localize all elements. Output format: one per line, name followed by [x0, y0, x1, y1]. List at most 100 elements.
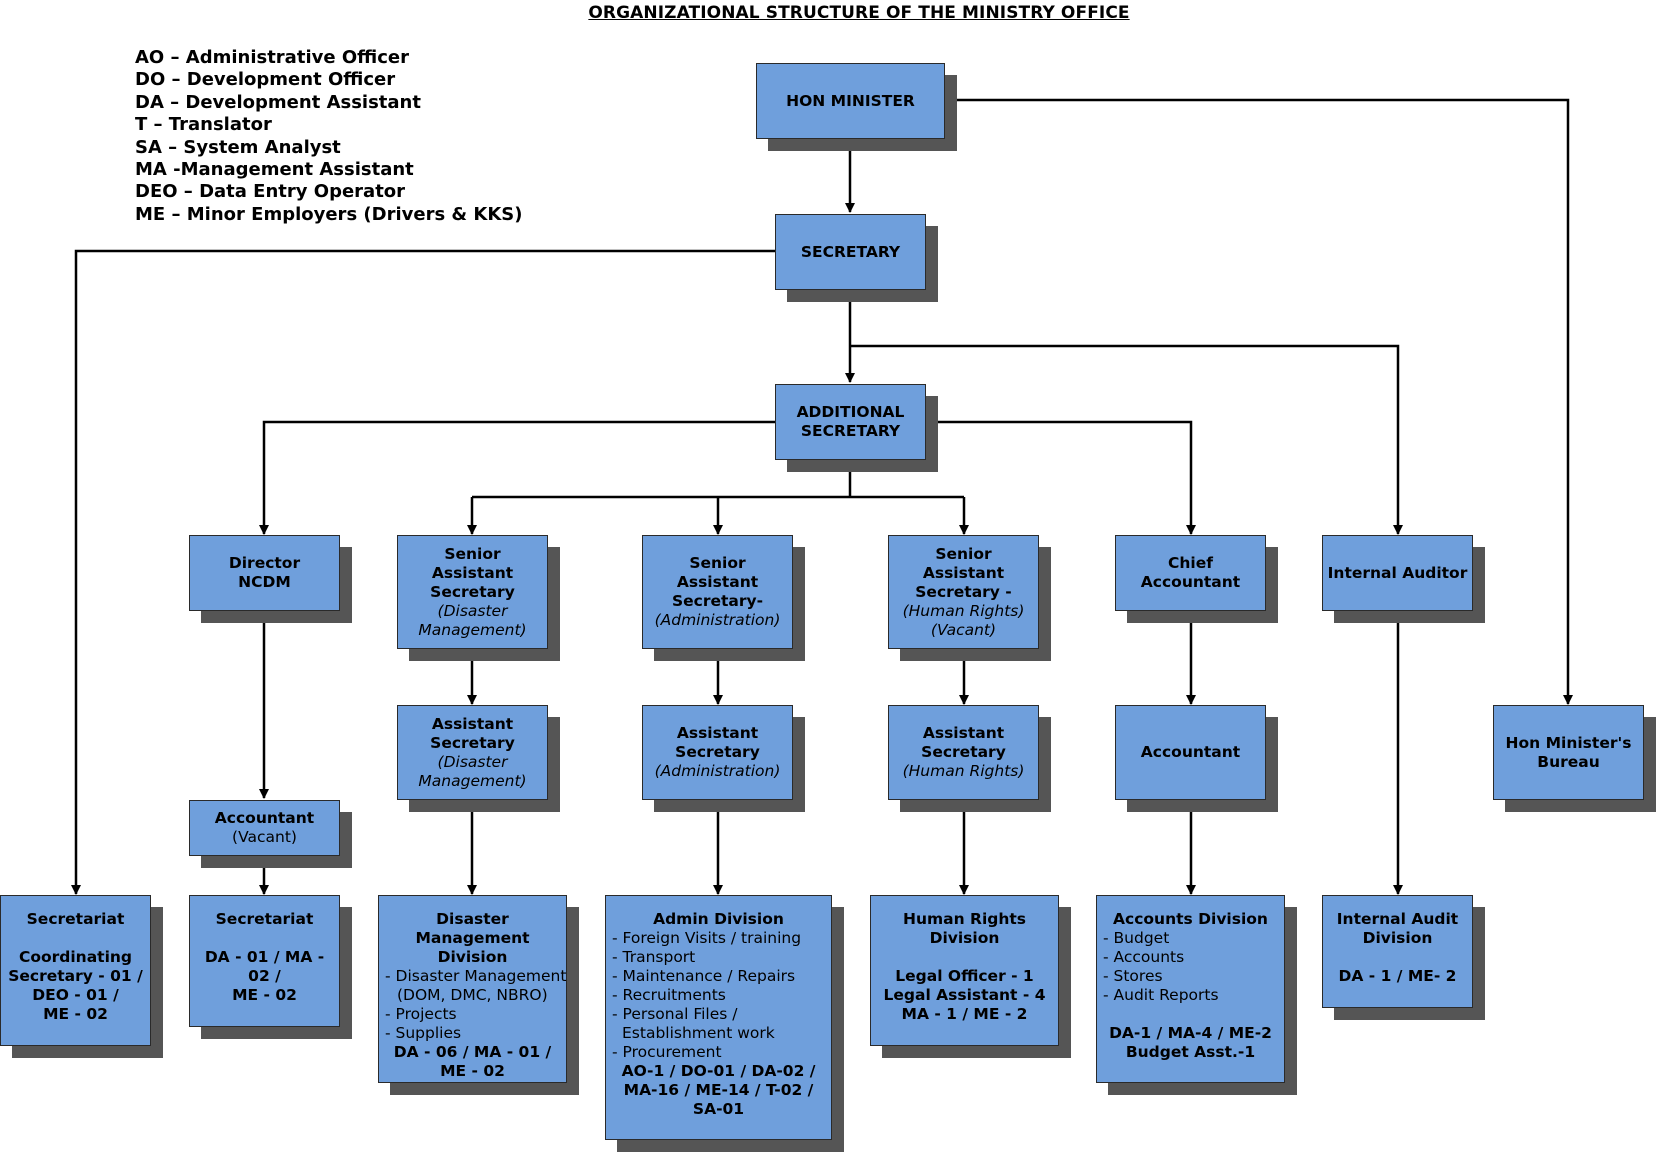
list-item: Establishment work — [622, 1024, 775, 1042]
staff-line: DA - 1 / ME- 2 — [1338, 967, 1457, 985]
staff-line: Secretary - 01 / — [8, 967, 143, 985]
additional-secretary-box: ADDITIONAL SECRETARY — [775, 384, 926, 460]
box-title: Accountant — [1140, 743, 1241, 761]
staff-line: MA - 1 / ME - 2 — [901, 1005, 1028, 1023]
staff-line: ME - 02 — [43, 1005, 108, 1023]
staff-line: SA-01 — [692, 1100, 745, 1118]
staff-line: Legal Officer - 1 — [895, 967, 1034, 985]
connector — [945, 98, 1573, 705]
list-item: - Foreign Visits / training — [612, 929, 802, 947]
list-item: - Recruitments — [612, 986, 726, 1004]
staff-line: AO-1 / DO-01 / DA-02 / — [621, 1062, 816, 1080]
staff-line: 02 / — [248, 967, 281, 985]
staff-line: DA - 01 / MA - — [204, 948, 325, 966]
connector — [925, 420, 1196, 535]
staff-line: ME - 02 — [440, 1062, 505, 1080]
list-item: - Maintenance / Repairs — [612, 967, 796, 985]
duty-list: - Foreign Visits / training - Transport … — [610, 929, 801, 1062]
staff-line: DA-1 / MA-4 / ME-2 — [1109, 1024, 1272, 1042]
list-item: - Disaster Management — [385, 967, 567, 985]
box-title: Accountant — [1140, 573, 1241, 591]
box-title: Senior Assistant — [922, 544, 1005, 582]
box-title: Internal Audit — [1336, 910, 1459, 928]
box-subtitle: (Human Rights) — [902, 762, 1025, 780]
list-item: - Procurement — [612, 1043, 722, 1061]
senior-assistant-secretary-admin-box: Senior Assistant Secretary- (Administrat… — [642, 535, 793, 649]
legend-item: DEO – Data Entry Operator — [135, 181, 406, 203]
box-title: Disaster Management — [415, 910, 530, 947]
box-title: ADDITIONAL — [796, 403, 905, 421]
box-title: Secretary — [430, 582, 515, 601]
box-subtitle: (Disaster — [437, 601, 508, 620]
chief-accountant-box: Chief Accountant — [1115, 535, 1266, 611]
box-title: Assistant — [431, 714, 514, 733]
legend-item: DO – Development Officer — [135, 69, 396, 91]
internal-auditor-box: Internal Auditor — [1322, 535, 1473, 611]
legend-item: MA -Management Assistant — [135, 159, 414, 181]
list-item: - Supplies — [385, 1024, 462, 1042]
legend-item: T – Translator — [135, 114, 272, 136]
legend-item: ME – Minor Employers (Drivers & KKS) — [135, 203, 523, 225]
box-title: Secretary — [675, 743, 760, 761]
box-title: Secretariat — [215, 910, 314, 928]
box-title: NCDM — [238, 573, 291, 591]
box-title: Accounts Division — [1113, 910, 1268, 928]
secretary-box: SECRETARY — [775, 214, 926, 290]
box-title: Admin Division — [653, 910, 784, 928]
list-item: - Audit Reports — [1103, 986, 1219, 1004]
box-title: SECRETARY — [800, 422, 901, 440]
chart-title: ORGANIZATIONAL STRUCTURE OF THE MINISTRY… — [588, 3, 1130, 23]
abbreviation-legend: AO – Administrative Officer DO – Develop… — [135, 47, 522, 226]
staff-line: Legal Assistant - 4 — [883, 986, 1046, 1004]
box-title: Division — [929, 929, 1000, 947]
legend-item: AO – Administrative Officer — [135, 47, 409, 68]
senior-assistant-secretary-disaster-box: Senior Assistant Secretary (Disaster Man… — [397, 535, 548, 649]
secretariat-box: Secretariat Coordinating Secretary - 01 … — [0, 895, 151, 1046]
box-subtitle: Management) — [418, 620, 527, 639]
internal-audit-division-box: Internal Audit Division DA - 1 / ME- 2 — [1322, 895, 1473, 1008]
staff-line: Coordinating — [18, 948, 133, 966]
staff-line: ME - 02 — [232, 986, 297, 1004]
box-subtitle: (Administration) — [654, 611, 781, 629]
box-title: Assistant — [922, 724, 1005, 742]
box-subtitle: (Disaster — [437, 752, 508, 771]
box-title: Internal Auditor — [1327, 563, 1468, 582]
legend-item: SA – System Analyst — [135, 136, 341, 158]
box-title: Secretariat — [26, 910, 125, 928]
box-title: Hon Minister's — [1505, 733, 1632, 752]
box-title: Bureau — [1537, 752, 1600, 771]
human-rights-division-box: Human Rights Division Legal Officer - 1 … — [870, 895, 1059, 1046]
box-title: Human Rights — [902, 910, 1027, 928]
hon-ministers-bureau-box: Hon Minister's Bureau — [1493, 705, 1644, 800]
list-item: - Budget — [1103, 929, 1170, 947]
box-title: Division — [1362, 929, 1433, 947]
box-title: Chief — [1168, 554, 1213, 572]
staff-line: Budget Asst.-1 — [1125, 1043, 1256, 1061]
duty-list: - Disaster Management (DOM, DMC, NBRO) -… — [383, 967, 566, 1043]
hon-minister-box: HON MINISTER — [756, 63, 945, 139]
director-ncdm-box: Director NCDM — [189, 535, 340, 611]
box-title: Secretary - — [915, 582, 1012, 601]
admin-division-box: Admin Division - Foreign Visits / traini… — [605, 895, 832, 1140]
box-subtitle: (Vacant) — [232, 828, 297, 846]
legend-item: DA – Development Assistant — [135, 91, 421, 113]
staff-line: DA - 06 / MA - 01 / — [393, 1043, 552, 1061]
assistant-secretary-disaster-box: Assistant Secretary (Disaster Management… — [397, 705, 548, 800]
list-item: - Transport — [612, 948, 696, 966]
box-title: Director — [228, 554, 301, 572]
box-title: Assistant — [676, 724, 759, 742]
connector — [850, 344, 1403, 535]
duty-list: - Budget - Accounts - Stores - Audit Rep… — [1101, 929, 1219, 1005]
box-title: Secretary- — [671, 592, 764, 610]
connector — [259, 420, 775, 535]
box-subtitle: (Administration) — [654, 762, 781, 780]
accountant-box: Accountant — [1115, 705, 1266, 800]
connector — [71, 249, 775, 895]
list-item: - Accounts — [1103, 948, 1185, 966]
list-item: - Projects — [385, 1005, 457, 1023]
box-subtitle: (Human Rights) — [902, 601, 1025, 620]
box-title: HON MINISTER — [786, 91, 915, 110]
box-title: Accountant — [214, 809, 315, 827]
box-subtitle: Management) — [418, 771, 527, 790]
